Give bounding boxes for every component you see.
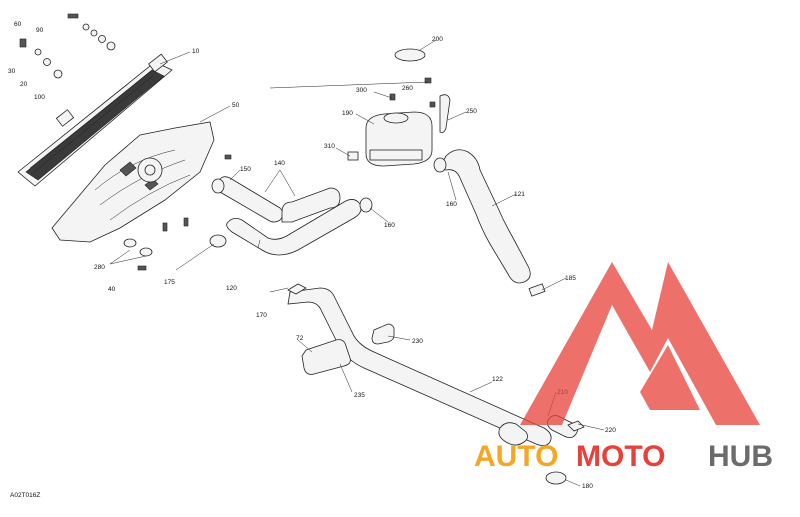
callout-120: 120 [226, 285, 237, 292]
callout-310: 310 [324, 143, 335, 150]
callout-200: 200 [432, 36, 443, 43]
callout-100: 100 [34, 94, 45, 101]
callout-122: 122 [492, 376, 503, 383]
radiator-hardware [19, 13, 116, 79]
callout-235: 235 [354, 392, 365, 399]
watermark-logo [520, 262, 760, 425]
watermark-hub: HUB [708, 440, 773, 473]
callout-250: 250 [466, 108, 477, 115]
callout-50: 50 [232, 102, 240, 109]
callout-10: 10 [192, 48, 200, 55]
diagram-code: A02T016Z [10, 492, 40, 499]
callout-170: 170 [256, 312, 267, 319]
callout-20: 20 [20, 81, 28, 88]
watermark-triangle-mark [520, 262, 760, 425]
callout-175: 175 [164, 279, 175, 286]
callout-160-upper: 160 [384, 222, 395, 229]
callout-40: 40 [108, 286, 116, 293]
shroud-hardware [123, 154, 232, 271]
callout-72: 72 [296, 335, 304, 342]
callout-labels: 60 90 30 20 100 10 50 150 140 280 40 175… [8, 21, 616, 499]
callout-180: 180 [582, 483, 593, 490]
callout-280: 280 [94, 264, 105, 271]
callout-150: 150 [240, 166, 251, 173]
callout-190: 190 [342, 110, 353, 117]
watermark-auto: AUTO [474, 440, 558, 473]
callout-260: 260 [402, 85, 413, 92]
callout-140: 140 [274, 160, 285, 167]
fan-shroud [51, 121, 215, 243]
callout-220: 220 [605, 427, 616, 434]
leader-lines [109, 39, 605, 487]
callout-60: 60 [14, 21, 22, 28]
callout-230: 230 [412, 338, 423, 345]
callout-121: 121 [514, 191, 525, 198]
callout-300: 300 [356, 87, 367, 94]
watermark-moto: MOTO [576, 440, 665, 473]
coolant-pipe-122 [287, 283, 585, 485]
expansion-tank [347, 48, 451, 167]
callout-90: 90 [36, 27, 44, 34]
callout-30: 30 [8, 68, 16, 75]
watermark-text: AUTO MOTO HUB [474, 440, 773, 473]
hose-121 [433, 149, 546, 297]
hoses-left [209, 176, 373, 256]
callout-160-lower: 160 [446, 201, 457, 208]
callout-185: 185 [565, 275, 576, 282]
radiator [17, 53, 173, 187]
